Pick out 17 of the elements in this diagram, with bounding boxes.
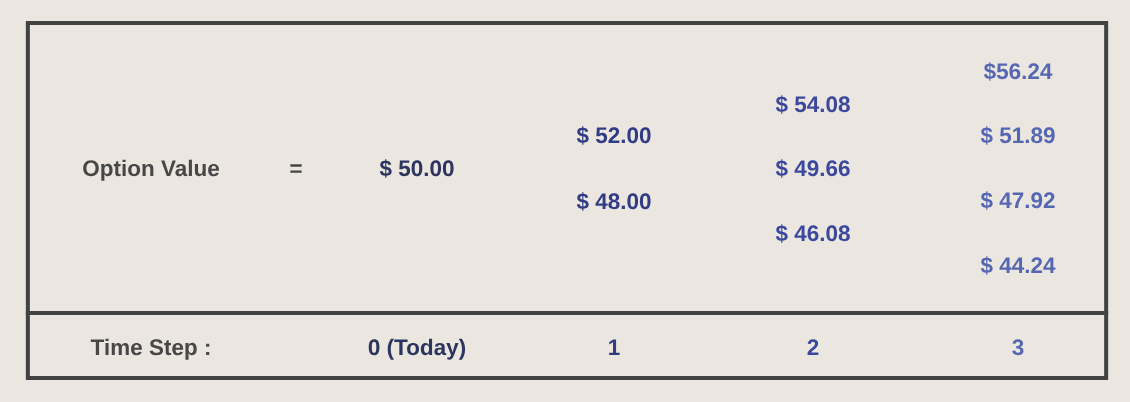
equals-sign: = bbox=[290, 164, 302, 173]
price-value: $ 50.00 bbox=[379, 159, 454, 178]
price-value: $ 46.08 bbox=[775, 224, 850, 243]
price-value: $ 48.00 bbox=[576, 192, 651, 211]
time-step-label: 3 bbox=[1012, 339, 1024, 356]
price-value: $ 51.89 bbox=[980, 126, 1055, 145]
time-step-label: 2 bbox=[807, 339, 819, 355]
price-value: $56.24 bbox=[983, 62, 1053, 81]
price-value: $ 54.08 bbox=[775, 95, 850, 114]
row-label: Time Step : bbox=[90, 338, 210, 360]
price-value: $ 49.66 bbox=[775, 159, 850, 178]
time-step-label: 1 bbox=[609, 339, 620, 355]
price-value: $ 47.92 bbox=[980, 191, 1055, 210]
price-value: $ 52.00 bbox=[576, 126, 651, 145]
price-value: $ 44.24 bbox=[980, 256, 1056, 275]
row-label: Option Value bbox=[83, 159, 219, 181]
time-step-label: 0 (Today) bbox=[368, 338, 466, 360]
